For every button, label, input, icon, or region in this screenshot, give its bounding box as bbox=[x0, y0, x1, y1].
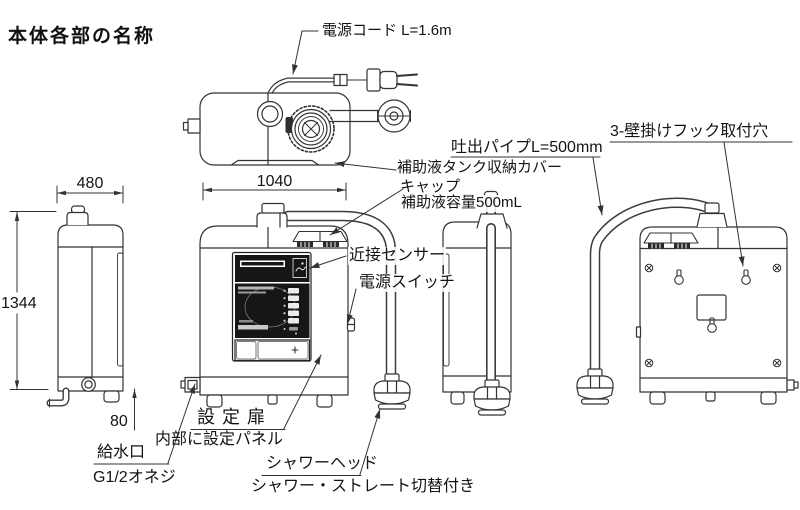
dim-inlet-offset: 80 bbox=[110, 413, 128, 430]
label-power-cord: 電源コード L=1.6m bbox=[322, 22, 452, 39]
top-view bbox=[182, 68, 418, 166]
dim-height: 1344 bbox=[1, 295, 37, 312]
label-tank-cover: 補助液タンク収納カバー bbox=[397, 159, 563, 176]
label-power-switch: 電源スイッチ bbox=[358, 274, 457, 292]
right-side-view bbox=[442, 190, 512, 416]
label-wall-hook-holes: 3-壁掛けフック取付穴 bbox=[610, 123, 769, 140]
dim-side-width: 480 bbox=[76, 175, 104, 192]
label-cap-capacity: 補助液容量500mL bbox=[400, 194, 523, 212]
label-setting-door: 設定扉 bbox=[197, 407, 272, 427]
label-shower-head: シャワーヘッド bbox=[266, 455, 379, 472]
front-view bbox=[180, 182, 411, 410]
leader-lines bbox=[93, 30, 793, 476]
label-cap: キャップ bbox=[400, 178, 461, 195]
label-water-inlet: 給水口 bbox=[97, 444, 146, 461]
label-discharge-pipe: 吐出パイプL=500mm bbox=[451, 139, 603, 156]
label-proximity-sensor: 近接センサー bbox=[348, 247, 447, 265]
left-side-view bbox=[9, 185, 137, 431]
label-setting-door-note: 内部に設定パネル bbox=[155, 431, 284, 448]
dim-front-width: 1040 bbox=[256, 173, 293, 190]
back-view bbox=[576, 197, 799, 405]
label-shower-head-note: シャワー・ストレート切替付き bbox=[251, 478, 476, 495]
page-title: 本体各部の名称 bbox=[8, 26, 156, 47]
label-water-inlet-thread: G1/2オネジ bbox=[93, 469, 176, 486]
